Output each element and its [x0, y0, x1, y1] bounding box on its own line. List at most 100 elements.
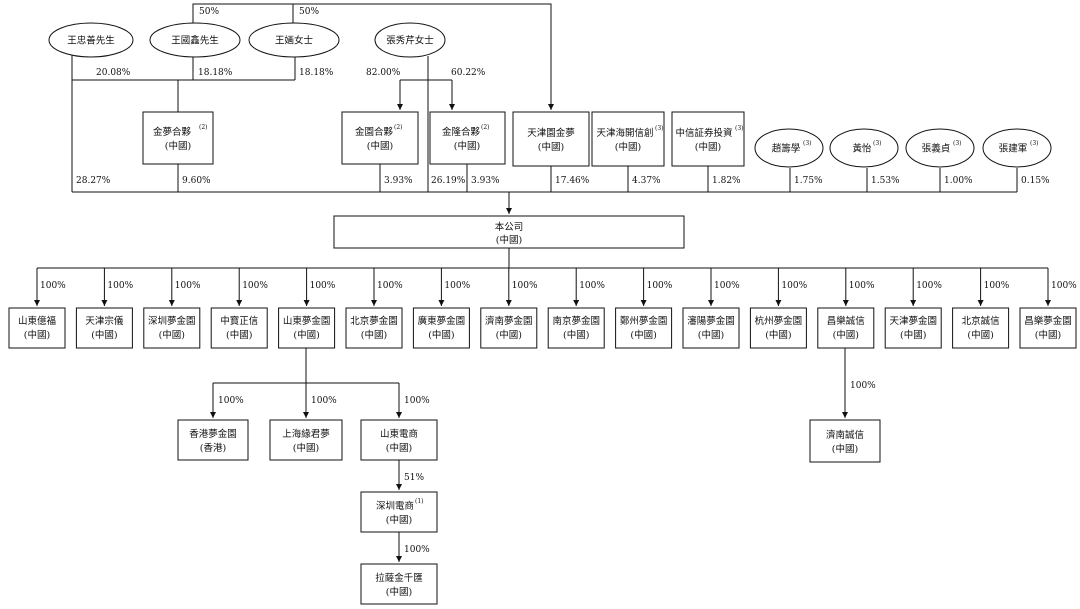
pct-label: 100%	[849, 281, 875, 291]
pct-label: 3.93%	[384, 176, 413, 186]
subsidiary-region: (中國)	[698, 329, 724, 341]
pct-label: 100%	[377, 281, 403, 291]
individual-name: 張義貞	[922, 143, 951, 155]
pct-label: 3.93%	[471, 176, 500, 186]
entity-name: 拉薩金千匯	[375, 572, 423, 584]
pct-label: 100%	[1051, 281, 1077, 291]
entity-name: 中信証券投資	[675, 127, 732, 139]
company-name: 本公司	[495, 221, 524, 233]
pct-label: 0.15%	[1021, 176, 1050, 186]
pct-label: 82.00%	[366, 68, 401, 78]
entity-region: (中國)	[386, 442, 412, 454]
entity-tianjin-yuanjinmeng: 天津園金夢 (中國)	[512, 111, 590, 167]
child-shandong-ecommerce: 山東電商 (中國)	[360, 419, 438, 461]
subsidiary-region: (中國)	[630, 329, 656, 341]
pct-label: 1.00%	[944, 176, 973, 186]
subsidiary-name: 山東夢金園	[283, 315, 331, 327]
pct-label: 100%	[512, 281, 538, 291]
entity-region: (中國)	[454, 140, 480, 152]
individual-name: 黃怡	[852, 143, 872, 155]
entity-name: 香港夢金園	[189, 428, 237, 440]
subsidiary-box: 中寶正信 (中國)	[210, 307, 268, 349]
person-name: 王婳女士	[275, 35, 314, 47]
subsidiary-box: 瀋陽夢金園(中國)	[682, 307, 740, 349]
child-shanghai-yuanjunmeng: 上海緣君夢 (中國)	[269, 419, 343, 461]
note-ref: (2)	[394, 124, 403, 131]
pct-label: 60.22%	[451, 68, 486, 78]
company-box: 本公司 (中國)	[333, 215, 685, 249]
subsidiary-region: (中國)	[428, 329, 454, 341]
pct-label: 100%	[647, 281, 673, 291]
subsidiary-name: 昌樂誠信	[827, 315, 865, 327]
subsidiary-box: 廣東夢金園 (中國)	[412, 307, 470, 349]
individual-0: 趙籌學 (3)	[754, 128, 824, 168]
subsidiary-name: 中寶正信	[220, 315, 258, 327]
subsidiary-name: 天津夢金園	[889, 315, 937, 327]
subsidiary-region: (中國)	[226, 329, 252, 341]
pct-label: 26.19%	[431, 176, 466, 186]
subsidiary-box: 北京夢金園(中國)	[345, 307, 403, 349]
pct-label: 1.82%	[712, 176, 741, 186]
note-ref: (2)	[481, 124, 490, 131]
subsidiary-region: (中國)	[293, 329, 319, 341]
pct-label: 1.75%	[794, 176, 823, 186]
note-ref: (3)	[655, 125, 664, 132]
subsidiary-name: 北京夢金園	[350, 315, 398, 327]
company-region: (中國)	[496, 234, 522, 246]
subsidiary-box: 深圳夢金園 (中國)	[143, 307, 201, 349]
pct-label: 17.46%	[555, 176, 590, 186]
subsidiary-name: 廣東夢金園	[418, 315, 466, 327]
subsidiary-name: 山東億福	[18, 315, 56, 327]
subsidiary-region: (中國)	[24, 329, 50, 341]
pct-label: 1.53%	[871, 176, 900, 186]
subsidiary-region: (中國)	[967, 329, 993, 341]
subsidiary-name: 深圳夢金園	[148, 315, 196, 327]
note-ref: (3)	[1030, 140, 1039, 147]
entity-region: (中國)	[695, 141, 721, 153]
entity-name: 金夢合夥	[153, 126, 192, 138]
pct-label: 100%	[310, 281, 336, 291]
individual-3: 張建軍 (3)	[982, 128, 1052, 168]
subsidiary-box: 天津夢金園 (中國)	[884, 307, 942, 349]
entity-name: 上海緣君夢	[282, 428, 330, 440]
person-wang-guoxin: 王國鑫先生	[149, 22, 241, 58]
entity-name: 濟南誠信	[826, 429, 864, 441]
subsidiary-name: 昌樂夢金園	[1024, 315, 1072, 327]
pct-label: 100%	[107, 281, 133, 291]
entity-zhongxin: 中信証券投資 (3) (中國)	[671, 111, 745, 167]
subsidiary-name: 南京夢金園	[552, 315, 600, 327]
entity-region: (中國)	[538, 141, 564, 153]
person-zhang-xiuqin: 張秀芹女士	[374, 22, 446, 58]
individual-name: 趙籌學	[772, 143, 801, 155]
pct-label: 100%	[579, 281, 605, 291]
subsidiary-name: 杭州夢金園	[755, 315, 803, 327]
pct-label: 100%	[404, 545, 430, 555]
pct-label: 100%	[984, 281, 1010, 291]
pct-label: 100%	[311, 396, 337, 406]
pct-label: 100%	[714, 281, 740, 291]
entity-jinan-chengxin: 濟南誠信 (中國)	[809, 419, 881, 463]
subsidiaries-row: 100%山東億福(中國)100%天津宗儀(中國)100%深圳夢金園(中國)100…	[8, 281, 1077, 349]
subsidiary-region: (中國)	[900, 329, 926, 341]
individual-name: 張建軍	[999, 143, 1028, 155]
subsidiary-region: (中國)	[833, 329, 859, 341]
pct-label: 100%	[916, 281, 942, 291]
pct-label: 100%	[404, 396, 430, 406]
subsidiary-region: (中國)	[159, 329, 185, 341]
entity-shenzhen-ecommerce: 深圳電商 (1) (中國)	[360, 491, 438, 533]
subsidiary-box: 濟南夢金園(中國)	[480, 307, 538, 349]
person-name: 王國鑫先生	[171, 35, 219, 47]
subsidiary-name: 鄭州夢金園	[620, 315, 668, 327]
note-ref: (1)	[415, 498, 424, 505]
note-ref: (2)	[199, 124, 208, 131]
entity-jinmeng: 金夢合夥 (2) (中國)	[142, 111, 214, 165]
pct-label: 100%	[40, 281, 66, 291]
entity-region: (中國)	[832, 443, 858, 455]
entity-tianjin-haikai: 天津海開信創 (3) (中國)	[591, 111, 665, 167]
subsidiary-box: 昌樂誠信 (中國)	[817, 307, 875, 349]
entity-jinyuan: 金園合夥 (2) (中國)	[341, 111, 419, 165]
subsidiary-box: 山東夢金園 (中國)	[278, 307, 336, 349]
subsidiary-region: (中國)	[1035, 329, 1061, 341]
note-ref: (3)	[953, 140, 962, 147]
